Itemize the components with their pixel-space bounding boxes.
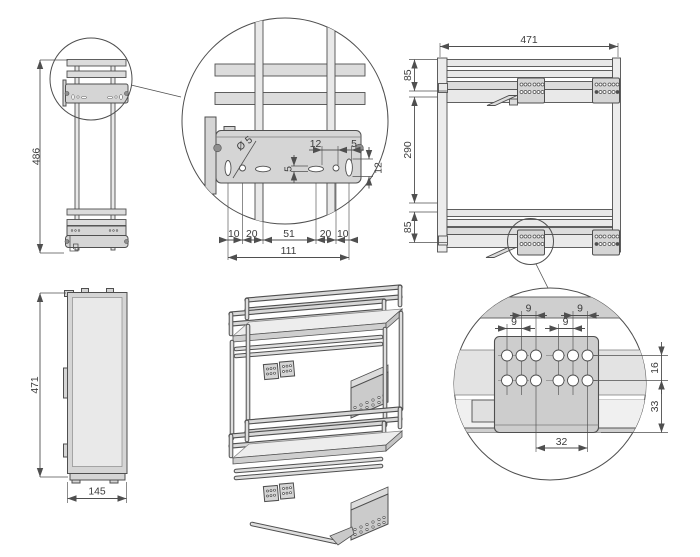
panel-base [69,473,126,481]
rail-2-magnified [214,92,366,105]
dim-label: 10 [337,229,349,240]
dim-label: 290 [403,141,414,159]
dim-label: 10 [228,229,240,240]
dim-label: 111 [281,246,297,257]
rail-band [454,296,646,319]
bottom-rail-2 [66,219,127,226]
top-rail-b [446,70,613,78]
dim-label: 5 [351,139,357,150]
view-front-elevation: 471 145 [30,288,128,503]
dim-label: 32 [556,437,568,448]
tier-posts [229,310,404,441]
dim-label: 33 [650,401,661,413]
bottom-slide-body [65,235,129,248]
flange-magnified [204,116,217,195]
slide-hook-bottom [485,247,517,258]
dim-label: 20 [320,229,332,240]
detail-callout-circle-plate [507,218,554,265]
slide-step [471,399,496,423]
slot-horizontal-2 [308,165,324,173]
view-side-elevation: 486 [32,37,182,254]
bottom-rail-1 [66,208,127,216]
detail-leader-line [130,84,182,98]
corner-block-top [438,83,448,93]
dim-slot-length-12: 12 5 [309,139,364,165]
top-rail-1 [66,59,127,67]
hook-profile [69,235,79,252]
dim-label: 5 [284,166,295,172]
dim-label: 9 [577,304,583,315]
dim-height-471: 471 [30,292,68,478]
lower-slide-plates [262,482,296,503]
dim-height-486: 486 [32,59,68,254]
dim-label: 85 [403,221,414,233]
dim-label: 486 [32,148,43,166]
dim-label: 9 [511,317,517,328]
dim-label: 471 [520,35,538,46]
dim-label: 145 [88,487,106,498]
dim-label: 9 [563,317,569,328]
side-tab-2 [63,443,68,458]
dim-label: 20 [246,229,258,240]
mounting-plate-top-1 [517,77,545,104]
upper-mount-bracket [350,371,389,419]
dim-label: 471 [30,376,41,394]
view-side-right: 471 85 290 85 [403,35,621,289]
dim-slot-height-12: 12 [352,147,385,189]
lower-basket [228,406,404,546]
dim-group-32: 32 [536,437,588,452]
top-rail-2 [66,70,127,78]
dim-slot-width-5: 5 [284,155,308,183]
mounting-plate-top-2 [592,77,620,104]
top-bracket [65,83,129,104]
front-post [437,57,448,253]
slot-vertical-left [224,160,232,176]
dim-depth-471: 471 [439,35,619,57]
dim-to-bottom-33: 33 [601,380,668,433]
view-isometric [228,284,404,546]
dim-hole-pitches: 9 9 9 9 [495,304,599,332]
slot-horizontal-1 [255,165,271,173]
dim-label: 12 [374,162,385,174]
dim-width-145: 145 [67,482,127,503]
dim-left-stack: 85 290 85 [403,59,447,243]
side-tab-1 [63,367,68,399]
bottom-rail-b [446,219,613,227]
dim-chain-bottom: 10 20 51 20 10 111 [219,183,358,261]
corner-block-bottom [438,235,448,246]
slot-vertical-right [345,158,353,177]
top-rail-a [446,59,613,67]
dim-label: 51 [283,229,295,240]
dim-label: 16 [650,362,661,374]
bracket-magnified [215,130,362,184]
side-panel-inner [72,297,123,467]
view-mounting-detail: 9 9 9 9 16 33 32 [453,287,668,481]
bottom-rail-a [446,209,613,217]
detail-leader-line-plate [535,263,549,289]
upper-basket [228,284,404,419]
view-bracket-detail: Ø 5 12 5 5 12 [181,17,389,261]
hole-round-right [332,164,340,172]
post-left-magnified [254,18,264,132]
dim-label: 85 [403,69,414,81]
hole-grid [501,349,594,387]
mounting-plate-bottom-1 [517,229,545,256]
detail-callout-circle-small [49,37,133,121]
mounting-plate-bottom-2 [592,229,620,256]
dim-label: 9 [526,304,532,315]
rail-1-magnified [214,63,366,77]
upper-slide-plates [262,360,296,381]
dim-label: 12 [310,139,322,150]
